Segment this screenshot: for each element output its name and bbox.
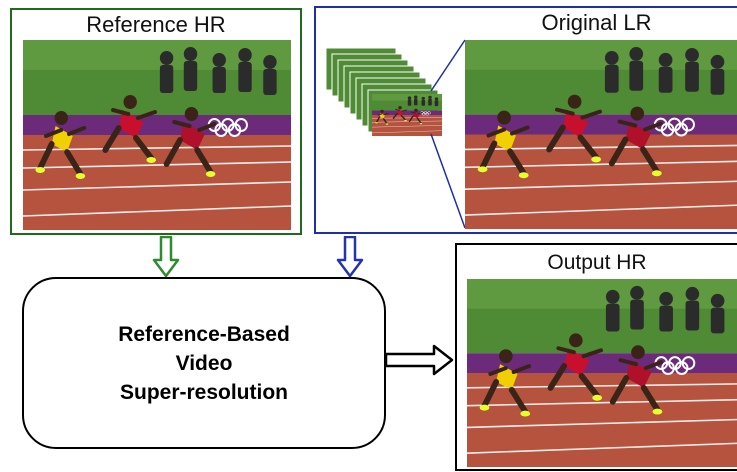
reference-based-vsr-box: Reference-Based Video Super-resolution [22, 277, 386, 449]
reference-hr-title: Reference HR [86, 12, 226, 37]
arrow-right-outline-icon [384, 344, 454, 376]
reference-hr-panel: Reference HR [10, 8, 302, 235]
output-hr-title: Output HR [547, 251, 647, 274]
arrow-down-outline-icon [336, 236, 364, 278]
original-lr-title: Original LR [541, 10, 652, 35]
original-lr-image [465, 40, 737, 229]
original-lr-panel: Original LR [314, 6, 737, 234]
process-label: Reference-Based Video Super-resolution [118, 322, 290, 404]
output-hr-panel: Output HR [455, 243, 737, 471]
zoom-lines [430, 39, 466, 229]
arrow-down-outline-icon [152, 236, 180, 278]
output-hr-image [467, 279, 737, 467]
reference-hr-image [23, 40, 291, 230]
lr-frame-stack [325, 47, 446, 148]
